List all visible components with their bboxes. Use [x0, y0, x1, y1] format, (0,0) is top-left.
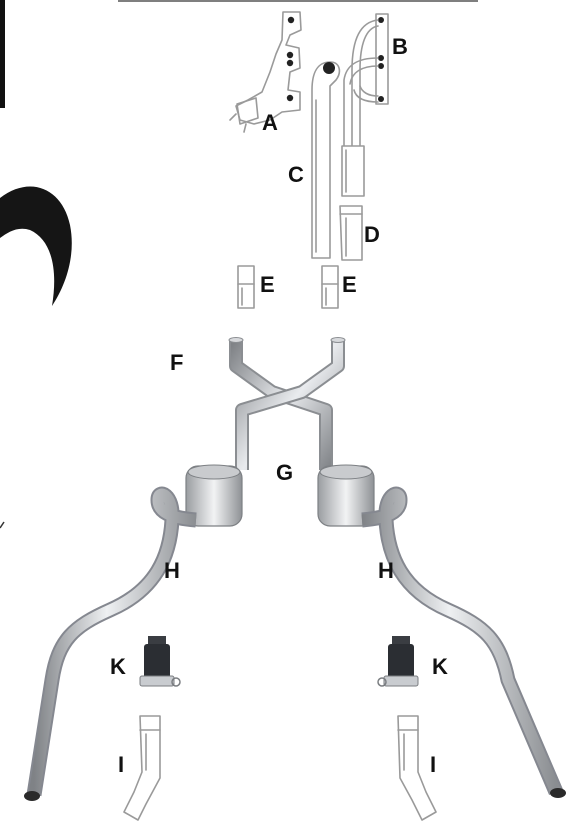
muffler-g-left [185, 464, 243, 527]
label-k-left: K [110, 654, 126, 679]
left-dash-mark [0, 521, 5, 529]
swoosh-logo-fragment [0, 186, 72, 306]
tailpipe-h-left [24, 486, 197, 801]
header-b [341, 13, 389, 197]
hanger-k-right [377, 636, 419, 687]
label-i-left: I [118, 752, 124, 777]
label-a: A [262, 110, 278, 135]
left-edge-bar [0, 0, 5, 108]
exhaust-tip-i-right [397, 715, 437, 821]
label-b: B [392, 34, 408, 59]
label-h-right: H [378, 558, 394, 583]
exhaust-tip-i-left [123, 715, 161, 821]
hanger-k-left [139, 636, 181, 687]
tailpipe-h-right [361, 486, 566, 798]
x-pipe-f [228, 337, 346, 470]
label-i-right: I [430, 752, 436, 777]
label-e-left: E [260, 272, 275, 297]
manifold-a [229, 11, 302, 133]
label-e-right: E [342, 272, 357, 297]
label-c: C [288, 162, 304, 187]
muffler-g-right [317, 464, 375, 527]
label-h-left: H [164, 558, 180, 583]
label-d: D [364, 222, 380, 247]
pipe-c [311, 61, 341, 259]
label-g: G [276, 460, 293, 485]
label-f: F [170, 350, 183, 375]
coupler-e-left [237, 265, 255, 309]
label-k-right: K [432, 654, 448, 679]
pipe-d [339, 205, 363, 261]
coupler-e-right [321, 265, 339, 309]
